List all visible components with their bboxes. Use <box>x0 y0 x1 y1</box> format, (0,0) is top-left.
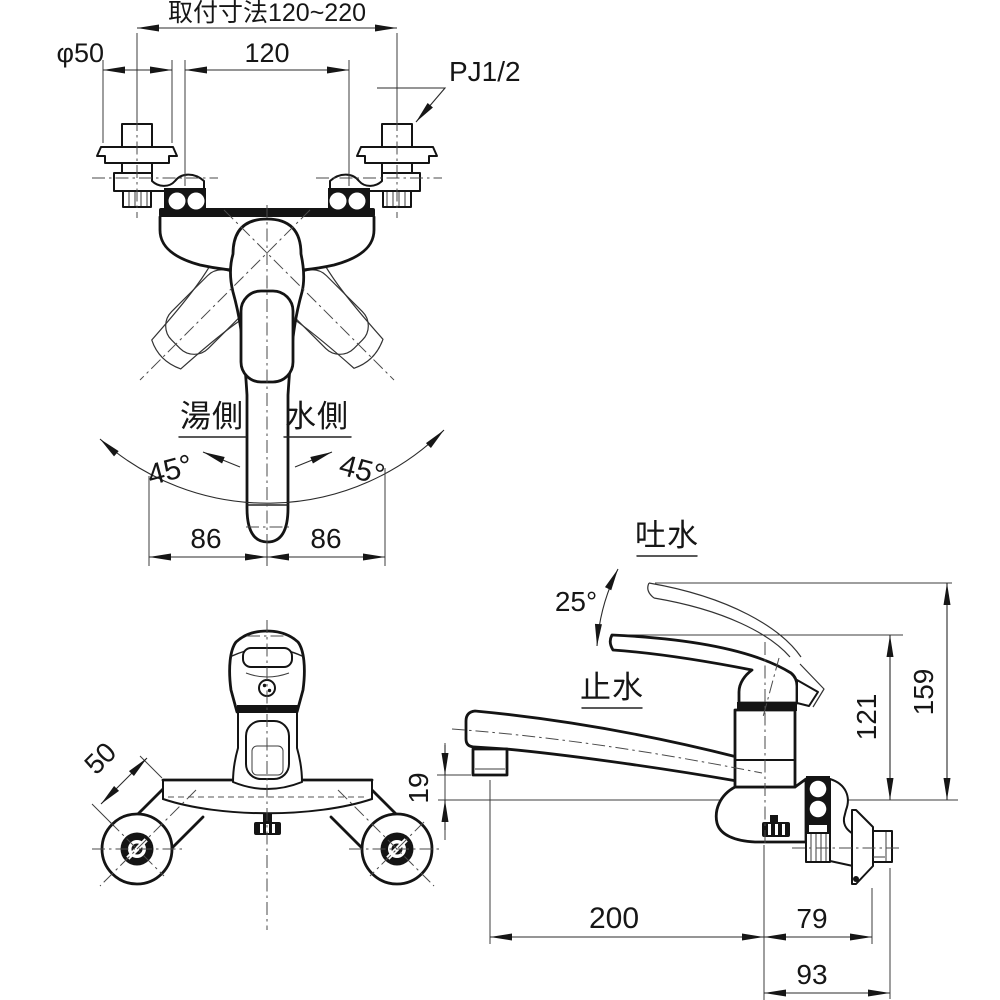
height-open-label: 159 <box>908 669 939 716</box>
lever-angle-annotation: 25° 吐水 止水 <box>555 518 699 709</box>
wall-offset-label: 79 <box>796 903 827 934</box>
swing-width-left-label: 86 <box>190 523 221 554</box>
top-view: 50 <box>78 620 442 930</box>
spout-reach-label: 200 <box>589 902 639 935</box>
leg-diameter-dimension: 50 <box>78 736 163 827</box>
hot-side-label: 湯側 <box>180 399 244 434</box>
pipe-length-label: 93 <box>796 959 827 990</box>
front-dimensions: 取付寸法120~220 φ50 120 PJ1/2 湯側 水側 45° 45° … <box>56 0 521 566</box>
flange-diameter-label: φ50 <box>56 38 104 68</box>
center-pitch-label: 120 <box>244 38 289 68</box>
wall-fitting-side <box>714 776 893 885</box>
cold-side-label: 水側 <box>285 399 349 434</box>
swing-width-right-label: 86 <box>310 523 341 554</box>
leg-diameter-label: 50 <box>78 736 122 780</box>
front-view: 取付寸法120~220 φ50 120 PJ1/2 湯側 水側 45° 45° … <box>56 0 521 566</box>
mounting-dim-label: 取付寸法120~220 <box>168 0 366 27</box>
side-vertical-dimensions: 121 159 19 <box>403 583 951 840</box>
wall-fitting-left <box>96 123 206 214</box>
swing-angle-left-label: 45° <box>144 449 196 493</box>
spout-close-label: 止水 <box>580 670 644 705</box>
front-centerlines <box>92 118 442 560</box>
aerator-clearance-label: 19 <box>403 772 434 803</box>
spout-open-label: 吐水 <box>635 518 699 553</box>
side-horizontal-dimensions: 200 79 93 <box>489 780 891 1000</box>
side-view-centerlines <box>451 642 902 849</box>
height-closed-label: 121 <box>851 694 882 741</box>
lever-angle-label: 25° <box>555 586 597 617</box>
top-view-centerlines <box>92 620 442 930</box>
spout-side <box>464 709 739 783</box>
swing-arc <box>99 429 445 504</box>
swing-angle-right-label: 45° <box>336 449 388 493</box>
phantom-raised-lever <box>647 582 802 718</box>
pj-connection-label: PJ1/2 <box>449 56 521 87</box>
side-view: 25° 吐水 止水 121 159 19 200 79 <box>403 518 958 1000</box>
wall-fitting-right <box>328 123 438 214</box>
lever-handle-side <box>608 633 825 711</box>
